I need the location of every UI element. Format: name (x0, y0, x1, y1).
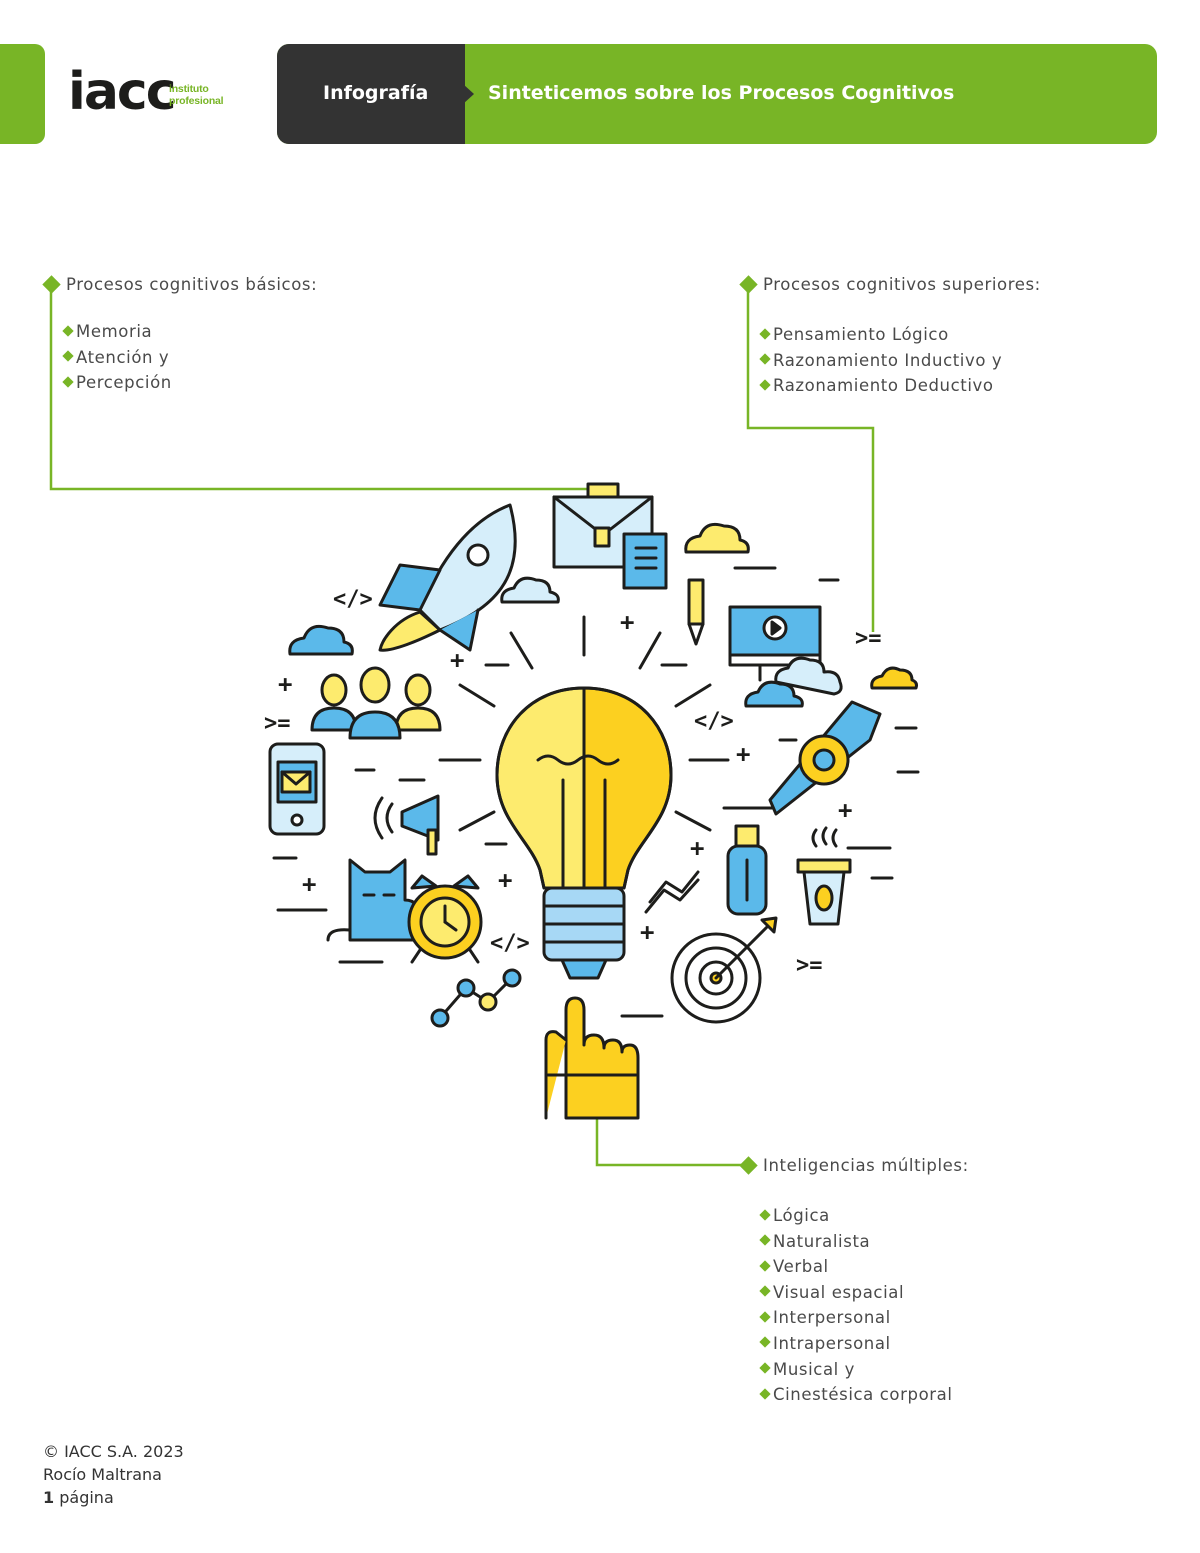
plus-icon: + (690, 834, 704, 862)
plus-icon: + (302, 870, 316, 898)
cloud-icon (744, 656, 843, 708)
diamond-bullet-icon (759, 1362, 771, 1374)
copyright: © IACC S.A. 2023 (43, 1442, 184, 1461)
diamond-bullet-icon (759, 1234, 771, 1246)
footer: © IACC S.A. 2023 Rocío Maltrana 1 página (43, 1440, 184, 1509)
diamond-bullet-icon (759, 1387, 771, 1400)
diamond-bullet-icon (759, 353, 771, 365)
cloud-icon (288, 624, 354, 656)
list-item: Percepción (61, 370, 317, 396)
list-item: Cinestésica corporal (758, 1382, 969, 1408)
rocket-icon (378, 503, 517, 652)
diamond-bullet-icon (62, 324, 74, 337)
iacc-logo: iacc instituto profesional (68, 62, 224, 122)
plus-icon: + (640, 918, 654, 946)
list-item: Musical y (758, 1357, 969, 1383)
header-arrow-icon (463, 84, 474, 104)
symbol-glyphs: </> </> </> >= >= >= + + + + + + + + + (264, 587, 882, 978)
cloud-icon (870, 666, 918, 690)
cloud-icon (500, 576, 560, 604)
page-title: Sinteticemos sobre los Procesos Cognitiv… (488, 82, 955, 104)
diamond-bullet-icon (759, 1336, 771, 1349)
diamond-bullet-icon (62, 350, 74, 362)
plus-icon: + (278, 670, 292, 698)
light-bulb-icon (495, 686, 673, 980)
gte-symbol-icon: >= (796, 953, 823, 978)
basic-heading: Procesos cognitivos básicos: (66, 274, 318, 294)
smartphone-icon (268, 742, 326, 836)
plus-icon: + (498, 866, 512, 894)
diamond-bullet-icon (759, 1260, 771, 1272)
author: Rocío Maltrana (43, 1465, 162, 1484)
section-label: Infografía (323, 82, 429, 104)
diamond-bullet-icon (759, 1285, 771, 1297)
decorative-dashes (272, 566, 920, 1018)
trend-chart-icon (644, 870, 700, 914)
list-item: Razonamiento Deductivo (758, 373, 1041, 399)
diamond-bullet-icon (42, 274, 61, 294)
pointing-hand-icon (544, 996, 640, 1120)
gte-symbol-icon: >= (264, 711, 291, 736)
header-label-box (277, 44, 465, 144)
code-tag-icon: </> (490, 931, 530, 956)
light-rays-icon (438, 615, 730, 832)
list-item: Lógica (758, 1203, 969, 1229)
list-item: Razonamiento Inductivo y (758, 348, 1041, 374)
plus-icon: + (620, 608, 634, 636)
list-item: Interpersonal (758, 1305, 969, 1331)
diamond-bullet-icon (739, 1155, 758, 1175)
logo-subtitle: instituto profesional (169, 83, 224, 107)
list-item: Verbal (758, 1254, 969, 1280)
list-item: Memoria (61, 319, 317, 345)
plus-icon: + (736, 740, 750, 768)
header-bar: Infografía Sinteticemos sobre los Proces… (277, 44, 1157, 144)
list-item: Naturalista (758, 1229, 969, 1255)
cloud-icon (684, 522, 750, 554)
video-monitor-icon (728, 605, 822, 682)
list-item: Intrapersonal (758, 1331, 969, 1357)
superior-heading: Procesos cognitivos superiores: (763, 274, 1041, 294)
megaphone-icon (373, 794, 440, 856)
basic-processes: Procesos cognitivos básicos: Memoria Ate… (41, 272, 317, 396)
plus-icon: + (838, 796, 852, 824)
multiple-heading: Inteligencias múltiples: (763, 1155, 969, 1175)
header-accent (0, 44, 45, 144)
cat-icon (326, 858, 422, 942)
diamond-bullet-icon (739, 274, 758, 294)
wrench-gear-icon (768, 700, 882, 816)
network-graph-icon (430, 968, 522, 1028)
diamond-bullet-icon (759, 1311, 771, 1323)
usb-drive-icon (726, 824, 768, 916)
diamond-bullet-icon (759, 379, 771, 391)
diamond-bullet-icon (759, 327, 771, 340)
plus-icon: + (450, 646, 464, 674)
diamond-bullet-icon (759, 1208, 771, 1221)
gte-symbol-icon: >= (855, 626, 882, 651)
superior-processes: Procesos cognitivos superiores: Pensamie… (738, 272, 1041, 399)
book-icon (622, 532, 668, 590)
alarm-clock-icon (407, 874, 483, 964)
code-tag-icon: </> (694, 709, 734, 734)
multiple-intelligences: Inteligencias múltiples: Lógica Naturali… (738, 1153, 969, 1408)
people-group-icon (310, 666, 442, 740)
logo-text: iacc (68, 62, 177, 122)
pencil-icon (687, 578, 705, 646)
list-item: Atención y (61, 345, 317, 371)
list-item: Pensamiento Lógico (758, 322, 1041, 348)
diamond-bullet-icon (62, 376, 74, 388)
target-icon (670, 916, 778, 1024)
page-count: 1 página (43, 1488, 114, 1507)
cognition-illustration: </> </> </> >= >= >= + + + + + + + + + (264, 482, 920, 1120)
coffee-cup-icon (796, 826, 852, 926)
code-tag-icon: </> (333, 587, 373, 612)
list-item: Visual espacial (758, 1280, 969, 1306)
